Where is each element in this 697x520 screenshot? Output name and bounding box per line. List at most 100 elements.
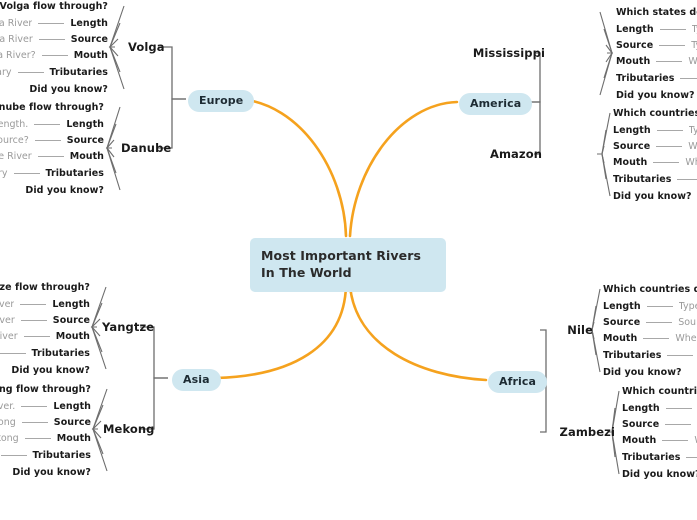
leaf-dash (643, 337, 670, 339)
river-node-mekong[interactable]: Mekong (103, 422, 155, 436)
continent-node-america[interactable]: America (459, 93, 533, 115)
leaf-mouth[interactable]: Mouth Wher (616, 55, 697, 67)
leaf-mouth[interactable]: Mouth Where is t (613, 156, 697, 168)
leaf-group-danube: es the Danube flow through? ube's length… (0, 101, 104, 201)
leaf-length[interactable]: Length Type in th (613, 124, 697, 136)
leaf-source[interactable]: Source Type (616, 39, 697, 51)
river-node-zambezi[interactable]: Zambezi (560, 425, 615, 439)
leaf-dash (41, 54, 68, 56)
leaf-length[interactable]: Length Type (616, 23, 697, 35)
leaf-dash (21, 421, 48, 423)
leaf-source[interactable]: Source Sour (622, 418, 697, 430)
leaf-mouth[interactable]: he Volga River? Mouth (0, 49, 108, 61)
leaf-dash (653, 161, 680, 163)
river-label: Yangtze (102, 320, 155, 334)
leaf-dash (0, 454, 27, 456)
leaf-question[interactable]: es does the Volga flow through? (0, 0, 108, 12)
leaf-group-volga: es does the Volga flow through? h of Vol… (0, 0, 108, 100)
continent-label: America (470, 97, 522, 110)
leaf-dash (667, 354, 694, 356)
leaf-dash (646, 321, 673, 323)
leaf-did-you-know[interactable]: Did you know? (29, 83, 108, 95)
leaf-dash (665, 423, 692, 425)
leaf-did-you-know[interactable]: Did you know? (613, 190, 692, 202)
leaf-mouth[interactable]: Mouth Wher (622, 434, 697, 446)
central-node[interactable]: Most Important Rivers In The World (250, 238, 446, 292)
leaf-dash (656, 60, 683, 62)
leaf-length[interactable]: Length Type in the (603, 300, 697, 312)
leaf-length[interactable]: e River Length (0, 298, 90, 310)
leaf-dash (38, 22, 65, 24)
leaf-question[interactable]: Which countries doe (622, 385, 697, 397)
leaf-dash (656, 129, 683, 131)
leaf-dash (20, 303, 47, 305)
leaf-did-you-know[interactable]: Did you know? (622, 468, 697, 480)
leaf-source[interactable]: Source Where is (613, 140, 697, 152)
leaf-tributaries[interactable]: Tributaries Tributar (603, 349, 697, 361)
leaf-dash (20, 319, 47, 321)
continent-label: Europe (199, 94, 244, 107)
leaf-question[interactable]: Which countries does the N (603, 283, 697, 295)
leaf-source[interactable]: be's source? Source (0, 134, 104, 146)
river-label: Volga (128, 40, 165, 54)
leaf-mouth[interactable]: Mouth Where is th (603, 332, 697, 344)
leaf-length[interactable]: g River. Length (0, 400, 91, 412)
leaf-length[interactable]: Length Type (622, 402, 697, 414)
leaf-did-you-know[interactable]: Did you know? (12, 466, 91, 478)
river-label: Amazon (489, 147, 542, 161)
leaf-source[interactable]: Source Source of N (603, 316, 697, 328)
leaf-dash (656, 145, 683, 147)
leaf-did-you-know[interactable]: Did you know? (603, 366, 682, 378)
leaf-dash (665, 407, 692, 409)
leaf-tributaries[interactable]: ary Tributaries (0, 347, 90, 359)
continent-node-asia[interactable]: Asia (172, 369, 221, 391)
leaf-tributaries[interactable]: tary Tributaries (0, 449, 91, 461)
continent-node-europe[interactable]: Europe (188, 90, 255, 112)
river-node-volga[interactable]: Volga (128, 40, 165, 54)
leaf-did-you-know[interactable]: Did you know? (11, 364, 90, 376)
river-node-amazon[interactable]: Amazon (490, 147, 542, 161)
leaf-dash (23, 335, 50, 337)
continent-node-africa[interactable]: Africa (488, 371, 548, 393)
river-label: Mississippi (472, 46, 545, 60)
leaf-mouth[interactable]: ze River Mouth (0, 330, 90, 342)
leaf-dash (659, 44, 686, 46)
leaf-question[interactable]: Which countries does the (613, 107, 697, 119)
leaf-dash (662, 439, 689, 441)
continent-label: Africa (499, 375, 537, 388)
page-title: Most Important Rivers In The World (261, 248, 422, 280)
leaf-question[interactable]: Which states does th (616, 6, 697, 18)
continent-label: Asia (183, 373, 210, 386)
leaf-source[interactable]: Mekong Source (0, 416, 91, 428)
leaf-tributaries[interactable]: Tributaries T (622, 451, 697, 463)
leaf-dash (24, 437, 51, 439)
link-center-africa (348, 284, 488, 382)
leaf-question[interactable]: Yangtze flow through? (0, 281, 90, 293)
leaf-did-you-know[interactable]: Did you know? (616, 89, 695, 101)
leaf-tributaries[interactable]: Tributary Tributaries (0, 167, 104, 179)
river-label: Mekong (103, 422, 155, 436)
leaf-source[interactable]: e River Source (0, 314, 90, 326)
leaf-tributaries[interactable]: Tributary Tributaries (0, 66, 108, 78)
leaf-question[interactable]: es the Danube flow through? (0, 101, 104, 113)
river-node-yangtze[interactable]: Yangtze (102, 320, 154, 334)
river-node-mississippi[interactable]: Mississippi (473, 46, 545, 60)
leaf-question[interactable]: Mekong flow through? (0, 383, 91, 395)
leaf-did-you-know[interactable]: Did you know? (25, 184, 104, 196)
leaf-mouth[interactable]: Mekong Mouth (0, 432, 91, 444)
leaf-tributaries[interactable]: Tributaries T (616, 72, 697, 84)
leaf-source[interactable]: e of Volga River Source (0, 33, 108, 45)
link-center-asia (214, 284, 348, 380)
leaf-length[interactable]: h of Volga River Length (0, 17, 108, 29)
leaf-dash (34, 139, 61, 141)
river-label: Danube (121, 141, 172, 155)
river-node-danube[interactable]: Danube (121, 141, 171, 155)
leaf-mouth[interactable]: Danube River Mouth (0, 150, 104, 162)
link-center-america (348, 100, 459, 238)
river-node-nile[interactable]: Nile (567, 323, 593, 337)
leaf-dash (659, 28, 686, 30)
leaf-tributaries[interactable]: Tributaries Tribut (613, 173, 697, 185)
leaf-dash (646, 305, 673, 307)
leaf-length[interactable]: ube's length. Length (0, 118, 104, 130)
